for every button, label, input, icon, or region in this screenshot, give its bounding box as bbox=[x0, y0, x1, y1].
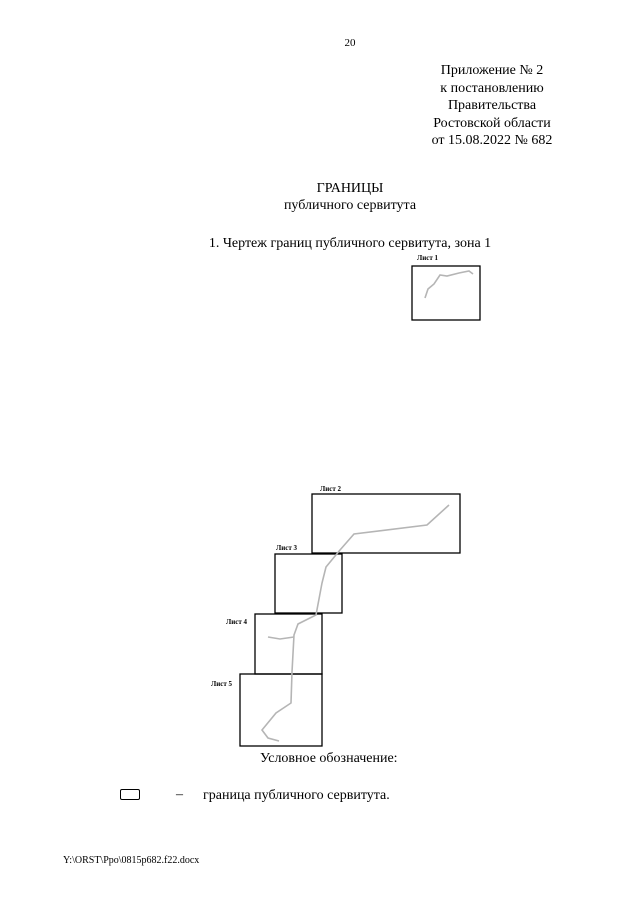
title-main: ГРАНИЦЫ bbox=[316, 181, 384, 196]
legend-item-text: граница публичного сервитута. bbox=[203, 788, 390, 803]
document-title: ГРАНИЦЫ публичного сервитута bbox=[0, 180, 640, 214]
sheet-5-label: Лист 5 bbox=[211, 680, 233, 688]
appendix-line: Приложение № 2 bbox=[440, 63, 544, 78]
sheet-4-frame bbox=[254, 613, 323, 675]
appendix-line: от 15.08.2022 № 682 bbox=[431, 133, 553, 148]
legend-boundary-symbol bbox=[120, 789, 140, 800]
appendix-line: Правительства bbox=[447, 98, 537, 113]
sheet-5-frame bbox=[239, 673, 323, 747]
appendix-line: к постановлению bbox=[440, 80, 544, 96]
sheet-1-route-line bbox=[424, 270, 474, 299]
sheet-2-frame bbox=[311, 493, 461, 554]
sheet-4-label: Лист 4 bbox=[226, 618, 248, 626]
appendix-block: Приложение № 2 к постановлению Правитель… bbox=[402, 62, 582, 150]
legend-dash: – bbox=[176, 787, 183, 802]
branch-route-line bbox=[267, 636, 295, 640]
sheet-1-label: Лист 1 bbox=[417, 254, 439, 262]
main-route-line bbox=[260, 504, 450, 742]
footer-file-path: Y:\ORST\Ppo\0815p682.f22.docx bbox=[63, 855, 200, 866]
sheet-3-frame bbox=[274, 553, 343, 614]
sheet-3-label: Лист 3 bbox=[276, 544, 298, 552]
legend-caption: Условное обозначение: bbox=[260, 751, 398, 766]
page-number: 20 bbox=[344, 37, 356, 49]
section-heading: 1. Чертеж границ публичного сервитута, з… bbox=[208, 236, 492, 251]
sheet-1-frame bbox=[411, 265, 481, 321]
appendix-line: Ростовской области bbox=[433, 115, 551, 131]
sheet-2-label: Лист 2 bbox=[320, 485, 342, 493]
title-sub: публичного сервитута bbox=[283, 198, 417, 213]
